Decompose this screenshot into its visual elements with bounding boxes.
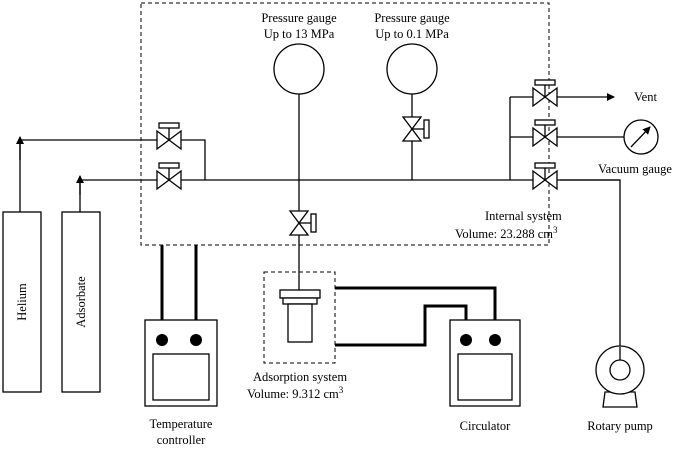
adsorption-system-label-line2: Volume: 9.312 cm3: [247, 385, 344, 401]
adsorbate-valve: [156, 162, 182, 191]
helium-cylinder: [2, 211, 42, 393]
adsorption-system-volume: Volume: 9.312 cm: [247, 387, 339, 401]
adsorption-cell: [279, 289, 321, 343]
adsorbate-label: Adsorbate: [74, 276, 88, 328]
pg01-label-line1: Pressure gauge: [374, 11, 450, 25]
adsorption-system-label-line1: Adsorption system: [253, 370, 347, 384]
temperature-controller-label-line2: controller: [157, 433, 206, 447]
pg13-label-line1: Pressure gauge: [261, 11, 337, 25]
circulator-hose-bottom: [335, 304, 468, 347]
adsorption-valve: [288, 210, 317, 236]
internal-system-label-line2: Volume: 23.288 cm3: [455, 225, 558, 241]
rotary-pump-valve: [532, 162, 558, 191]
circulator-label: Circulator: [460, 419, 512, 433]
temperature-controller-label-line1: Temperature: [150, 417, 213, 431]
rotary-pump: [595, 345, 645, 408]
internal-system-label-line1: Internal system: [485, 209, 562, 223]
vacuum-gauge-valve: [532, 119, 558, 148]
adsorption-system-volume-unit-exponent: 3: [339, 385, 344, 395]
helium-line: [19, 139, 206, 212]
circulator: [449, 319, 521, 407]
vacuum-gauge-label: Vacuum gauge: [598, 162, 672, 176]
vent-label: Vent: [634, 90, 657, 104]
pressure-gauge-13mpa: [273, 43, 325, 95]
pressure-gauge-01mpa: [386, 43, 438, 95]
helium-label: Helium: [15, 283, 29, 321]
internal-system-volume: Volume: 23.288 cm: [455, 227, 553, 241]
vacuum-gauge-needle: [630, 126, 651, 148]
internal-system-volume-unit-exponent: 3: [553, 225, 558, 235]
pg01-label-line2: Up to 0.1 MPa: [375, 27, 449, 41]
pg13-label-line2: Up to 13 MPa: [264, 27, 335, 41]
temperature-controller: [144, 319, 218, 407]
adsorbate-cylinder: [61, 211, 101, 393]
pg01-valve: [401, 116, 430, 142]
helium-valve: [156, 122, 182, 151]
vent-valve: [532, 79, 558, 108]
rotary-pump-line: [560, 179, 621, 347]
rotary-pump-label: Rotary pump: [587, 419, 653, 433]
